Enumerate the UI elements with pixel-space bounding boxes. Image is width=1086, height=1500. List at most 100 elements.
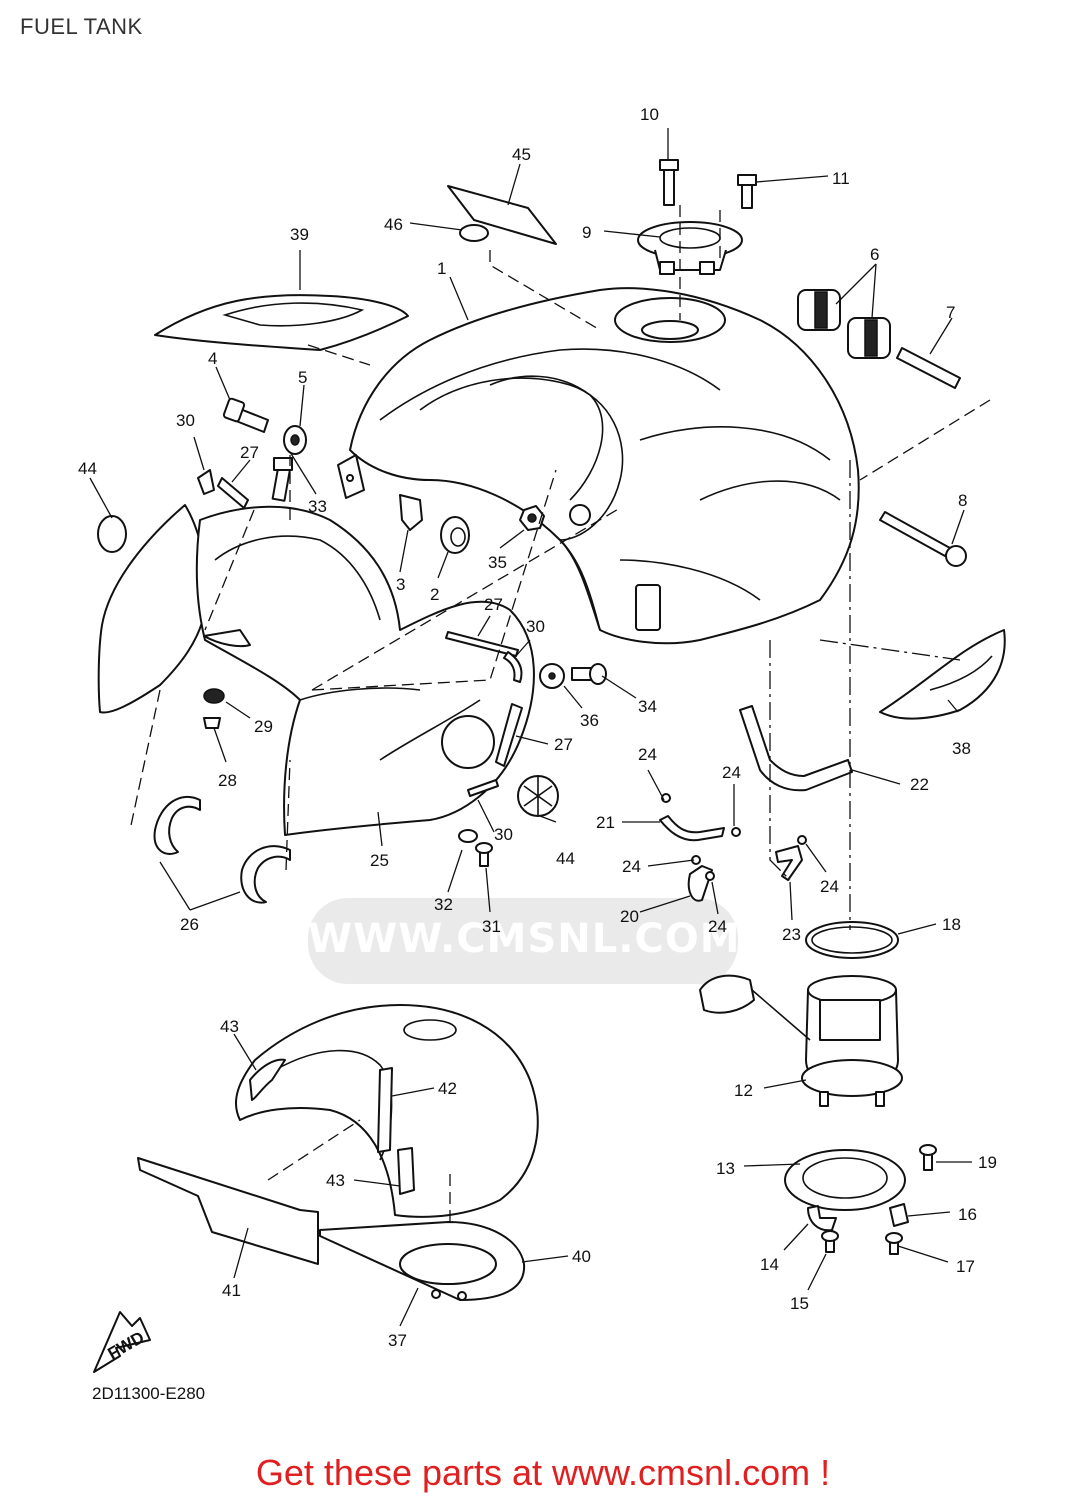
rubbers-26 (153, 795, 291, 904)
bolt-33 (271, 457, 293, 502)
callout-3: 3 (396, 575, 405, 594)
callout-33: 33 (308, 497, 327, 516)
callout-30c: 30 (494, 825, 513, 844)
clip-30c (467, 779, 499, 797)
grommet-29 (203, 688, 225, 704)
callout-34: 34 (638, 697, 657, 716)
clip-24b (731, 827, 741, 837)
callout-39: 39 (290, 225, 309, 244)
callout-24d: 24 (708, 917, 727, 936)
bolts-and-washers (222, 159, 967, 567)
strip-27a (217, 477, 249, 509)
bolt-34 (571, 663, 607, 685)
bolt-10 (659, 159, 679, 206)
assembly-lines (129, 205, 991, 1222)
callout-22: 22 (910, 775, 929, 794)
hose-21 (659, 815, 725, 842)
callout-24e: 24 (820, 877, 839, 896)
panel-44-left (97, 504, 208, 714)
gasket-13 (784, 1149, 906, 1211)
callout-41: 41 (222, 1281, 241, 1300)
callout-46: 46 (384, 215, 403, 234)
callout-25: 25 (370, 851, 389, 870)
side-covers (97, 469, 607, 867)
callout-numbers: 1 2 3 4 5 6 7 8 9 10 11 12 13 14 15 16 1… (78, 105, 997, 1350)
callout-2: 2 (430, 585, 439, 604)
callout-30a: 30 (176, 411, 195, 430)
callout-10: 10 (640, 105, 659, 124)
callout-23: 23 (782, 925, 801, 944)
hose-20 (687, 865, 713, 902)
clip-24e (797, 835, 807, 845)
callout-7: 7 (946, 303, 955, 322)
clip-24d (705, 871, 715, 881)
hoses (659, 705, 853, 902)
watermark: WWW.CMSNL.COM (308, 898, 741, 984)
callout-4: 4 (208, 349, 217, 368)
screw-17 (885, 1232, 903, 1255)
pad-39 (154, 294, 409, 351)
lower-tank-covers (137, 1004, 539, 1301)
callout-28: 28 (218, 771, 237, 790)
strip-27c (495, 703, 523, 767)
callout-11: 11 (832, 169, 850, 188)
bolt-11 (737, 174, 757, 209)
callout-42: 42 (438, 1079, 457, 1098)
strip-43b (397, 1147, 415, 1195)
callout-35: 35 (488, 553, 507, 572)
screw-15 (821, 1230, 839, 1253)
leader-lines (89, 128, 972, 1327)
callout-15: 15 (790, 1294, 809, 1313)
decal-45 (447, 185, 557, 245)
fuel-cap (637, 221, 743, 275)
callout-27b: 27 (484, 595, 503, 614)
callout-31: 31 (482, 917, 501, 936)
page-title: FUEL TANK (20, 14, 143, 39)
callout-45: 45 (512, 145, 531, 164)
callout-18: 18 (942, 915, 961, 934)
callout-40: 40 (572, 1247, 591, 1266)
callout-24a: 24 (638, 745, 657, 764)
callout-16: 16 (958, 1205, 977, 1224)
callout-24c: 24 (622, 857, 641, 876)
callout-13: 13 (716, 1159, 735, 1178)
o-ring-18 (805, 921, 899, 959)
callout-27a: 27 (240, 443, 259, 462)
callout-21: 21 (596, 813, 615, 832)
callout-32: 32 (434, 895, 453, 914)
callout-43a: 43 (220, 1017, 239, 1036)
callout-37: 37 (388, 1331, 407, 1350)
callout-38: 38 (952, 739, 971, 758)
callout-1: 1 (437, 259, 446, 278)
clip-30b (503, 651, 523, 683)
bolt-8 (879, 511, 967, 567)
hose-22 (739, 705, 853, 792)
callout-30b: 30 (526, 617, 545, 636)
pin-7 (896, 347, 961, 389)
watermark-text: WWW.CMSNL.COM (308, 916, 741, 962)
bracket-3 (399, 494, 423, 531)
decals-and-pads (154, 185, 1006, 720)
strip-43a (249, 1058, 286, 1101)
pad-38 (879, 629, 1006, 720)
washer-32 (458, 829, 478, 843)
pad-41 (137, 1157, 319, 1265)
callout-29: 29 (254, 717, 273, 736)
callout-6: 6 (870, 245, 879, 264)
strip-42 (377, 1067, 393, 1153)
callout-26: 26 (180, 915, 199, 934)
callout-14: 14 (760, 1255, 779, 1274)
callout-20: 20 (620, 907, 639, 926)
callout-44a: 44 (78, 459, 97, 478)
fuel-tank-body (337, 287, 860, 645)
forward-arrow: FWD (93, 1311, 151, 1373)
callout-27c: 27 (554, 735, 573, 754)
bolt-4 (222, 397, 269, 433)
callout-19: 19 (978, 1153, 997, 1172)
hose-23 (775, 845, 803, 881)
cta-link[interactable]: Get these parts at www.cmsnl.com ! (255, 1452, 831, 1493)
callout-8: 8 (958, 491, 967, 510)
callout-44b: 44 (556, 849, 575, 868)
fuel-sender-float (699, 974, 755, 1014)
